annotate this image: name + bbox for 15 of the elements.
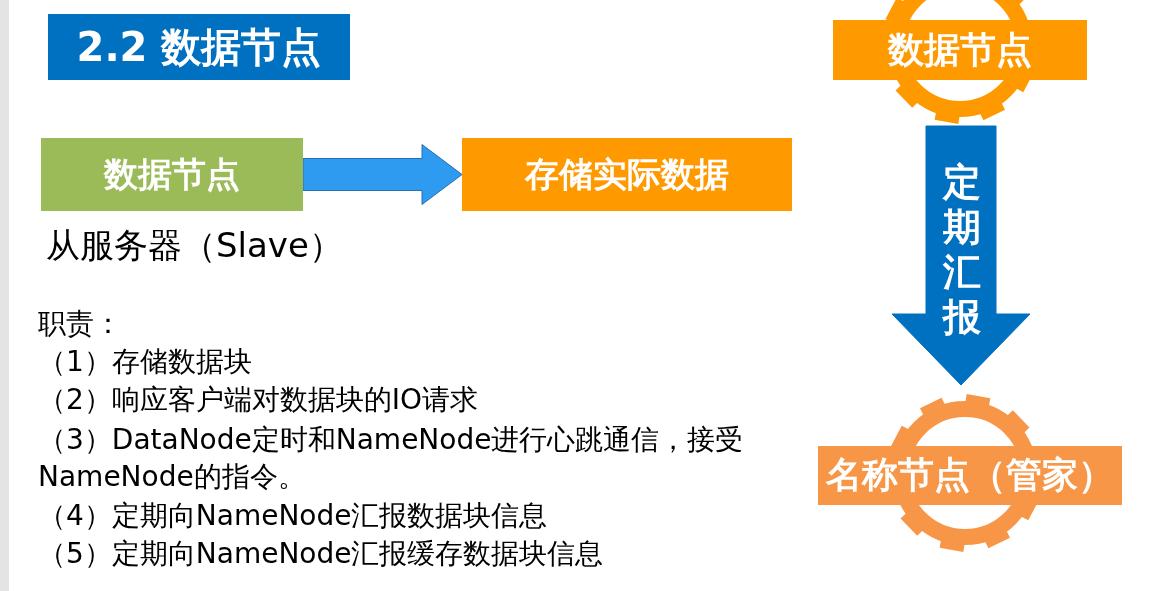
process-box: 存储实际数据 [462,138,792,211]
block-arrow [891,125,1031,386]
block-arrow [302,144,463,205]
edge-label: 定期汇报 [942,160,982,340]
duty-text: （5）定期向NameNode汇报缓存数据块信息 [38,536,604,572]
gear-label-band: 名称节点（管家） [818,446,1122,505]
duty-text: 职责： [38,306,122,342]
gear-label-band: 数据节点 [833,20,1087,80]
node-caption: 从服务器（Slave） [46,224,343,267]
duty-text: （4）定期向NameNode汇报数据块信息 [38,498,548,534]
process-box: 数据节点 [41,138,303,211]
duty-text: （3）DataNode定时和NameNode进行心跳通信，接受NameNode的指令。 [38,422,745,495]
title-banner: 2.2 数据节点 [48,14,350,80]
duty-text: （1）存储数据块 [38,344,252,380]
duty-text: （2）响应客户端对数据块的IO请求 [38,382,479,418]
